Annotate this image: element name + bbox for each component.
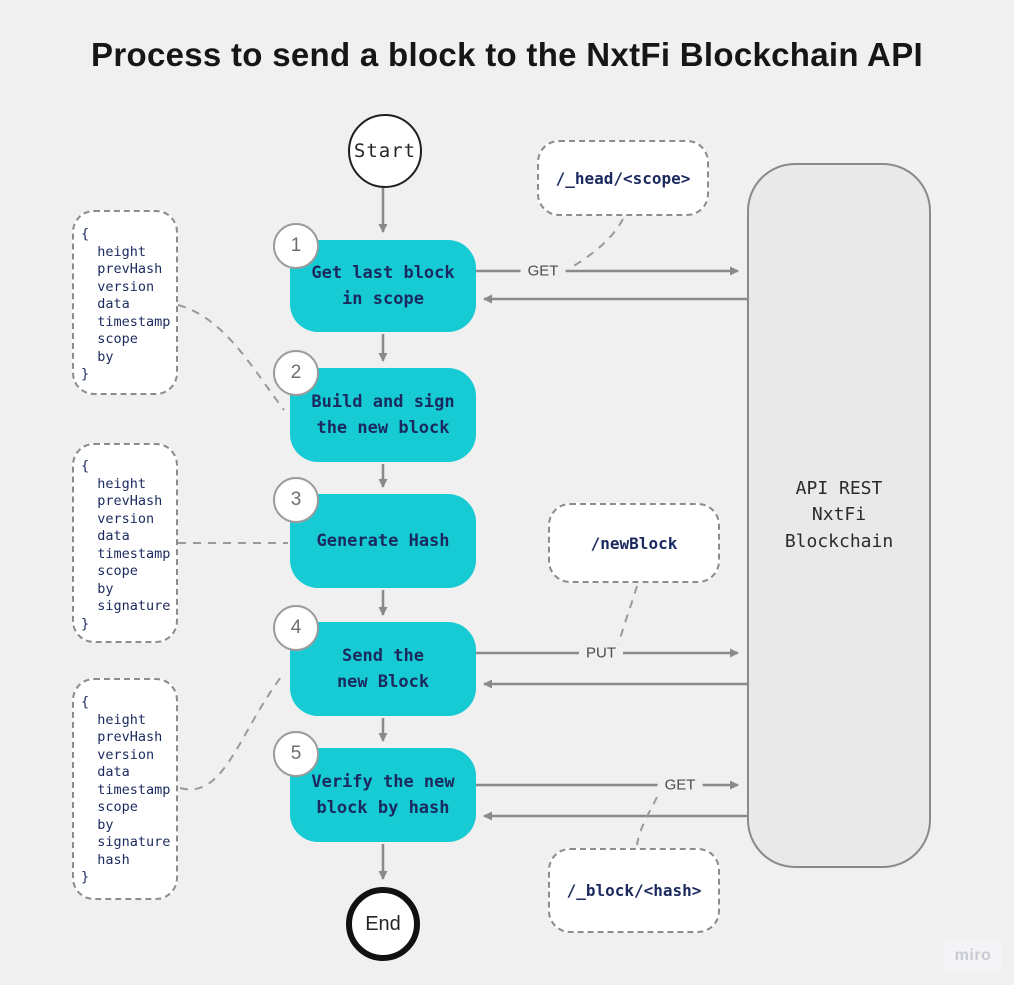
api-box-label: API REST NxtFi Blockchain <box>784 478 894 552</box>
step-send-new-block[interactable]: Send the new Block <box>290 622 476 716</box>
endpoint-newblock[interactable]: /newBlock <box>548 503 720 583</box>
step-build-and-sign[interactable]: Build and sign the new block <box>290 368 476 462</box>
step-label: Generate Hash <box>316 530 450 551</box>
step-generate-hash[interactable]: Generate Hash <box>290 494 476 588</box>
endpoint-path: /_block/<hash> <box>566 881 702 900</box>
badge-number: 5 <box>290 743 302 764</box>
end-node[interactable]: End <box>346 887 420 961</box>
step-number-badge-3: 3 <box>273 477 319 523</box>
step-label: Send the new Block <box>336 645 430 692</box>
step-label: Get last block in scope <box>311 262 455 309</box>
step-verify-block[interactable]: Verify the new block by hash <box>290 748 476 842</box>
start-label: Start <box>353 140 417 162</box>
endpoint-block-hash[interactable]: /_block/<hash> <box>548 848 720 933</box>
http-method-put-newblock: PUT <box>579 643 623 663</box>
http-method-get-block: GET <box>657 775 703 795</box>
connector-block-endpoint-to-arrow <box>636 796 658 846</box>
endpoint-head-scope[interactable]: /_head/<scope> <box>537 140 709 216</box>
miro-logo: miro <box>954 947 992 964</box>
connector-newblock-endpoint-to-arrow <box>617 585 638 647</box>
diagram-title: Process to send a block to the NxtFi Blo… <box>91 36 923 73</box>
end-label: End <box>365 912 401 935</box>
badge-number: 1 <box>290 235 302 256</box>
miro-watermark[interactable]: miro <box>944 940 1002 972</box>
badge-number: 3 <box>290 489 302 510</box>
step-get-last-block[interactable]: Get last block in scope <box>290 240 476 332</box>
step-label: Build and sign the new block <box>311 391 455 438</box>
connector-note3-to-step4 <box>179 672 285 791</box>
payload-fields: { height prevHash version data timestamp… <box>81 458 171 632</box>
badge-number: 4 <box>290 617 302 638</box>
payload-note-unsigned-block[interactable]: { height prevHash version data timestamp… <box>72 210 178 395</box>
step-number-badge-2: 2 <box>273 350 319 396</box>
endpoint-path: /newBlock <box>590 533 678 553</box>
api-rest-blockchain-box[interactable]: API REST NxtFi Blockchain <box>747 163 931 868</box>
step-number-badge-4: 4 <box>273 605 319 651</box>
start-node[interactable]: Start <box>348 114 422 188</box>
badge-number: 2 <box>290 362 302 383</box>
payload-fields: { height prevHash version data timestamp… <box>81 226 171 382</box>
payload-note-signed-block[interactable]: { height prevHash version data timestamp… <box>72 443 178 643</box>
step-label: Verify the new block by hash <box>311 771 455 818</box>
payload-note-hashed-block[interactable]: { height prevHash version data timestamp… <box>72 678 178 900</box>
step-number-badge-5: 5 <box>273 731 319 777</box>
connector-note1-to-step2 <box>177 304 285 411</box>
connector-head-endpoint-to-arrow <box>571 218 624 268</box>
payload-fields: { height prevHash version data timestamp… <box>81 694 171 885</box>
http-method-get-head: GET <box>520 261 566 281</box>
step-number-badge-1: 1 <box>273 223 319 269</box>
endpoint-path: /_head/<scope> <box>555 168 691 188</box>
